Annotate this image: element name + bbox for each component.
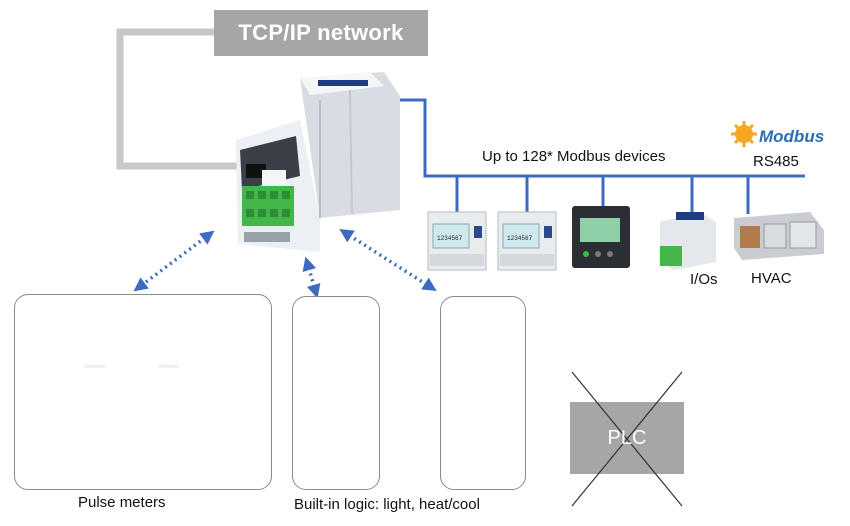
energy-meter-1	[427, 211, 487, 271]
energy-meter-2	[497, 211, 557, 271]
modbus-device-count-label: Up to 128* Modbus devices	[482, 148, 666, 165]
built-in-logic-caption: Built-in logic: light, heat/cool	[294, 496, 480, 513]
io-module	[660, 212, 716, 270]
pulse-meters-panel	[14, 294, 272, 490]
plc-crossed	[570, 371, 684, 507]
dark-meter	[572, 206, 630, 268]
tcp-ip-network-label: TCP/IP network	[238, 20, 404, 45]
rs485-bus	[390, 98, 805, 214]
hvac-unit	[734, 212, 824, 260]
logic-panel-light	[292, 296, 380, 490]
hvac-label: HVAC	[751, 270, 792, 287]
tcp-ip-network-box: TCP/IP network	[214, 10, 428, 56]
network-cable	[116, 28, 240, 170]
io-label: I/Os	[690, 271, 718, 288]
logic-panel-heat	[440, 296, 526, 490]
rs485-label: RS485	[753, 153, 799, 170]
pulse-meters-caption: Pulse meters	[78, 494, 166, 511]
controller-device	[236, 72, 400, 252]
modbus-gear-icon	[731, 121, 757, 147]
